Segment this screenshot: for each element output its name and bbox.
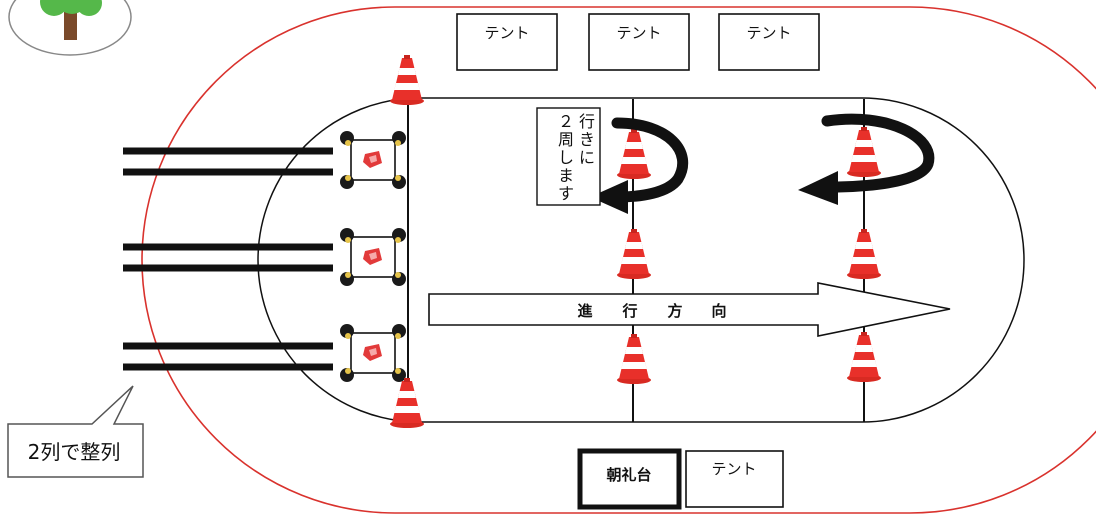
tent-2: テント	[588, 13, 690, 71]
direction-arrow-icon	[428, 282, 951, 337]
inner-track	[257, 97, 1025, 423]
svg-text:２: ２	[558, 112, 574, 131]
u-turn-arrow-icon	[798, 113, 935, 205]
callout-bubble: 2列で整列	[7, 385, 144, 478]
svg-text:ま: ま	[558, 166, 574, 185]
svg-text:方: 方	[667, 302, 682, 320]
child-group-icon	[339, 130, 407, 190]
svg-text:し: し	[558, 148, 574, 167]
tent-4: テント	[685, 450, 784, 508]
svg-text:進: 進	[577, 302, 593, 320]
callout-text: 2列で整列	[28, 440, 121, 464]
traffic-cone-icon	[390, 55, 424, 105]
direction-label: 進 行 方 向	[577, 302, 726, 320]
traffic-cone-icon	[847, 332, 881, 382]
svg-text:行: 行	[579, 112, 595, 131]
tent-label: テント	[711, 460, 756, 478]
svg-text:周: 周	[558, 130, 574, 149]
svg-text:向: 向	[711, 302, 726, 320]
child-group-icon	[339, 227, 407, 287]
svg-text:に: に	[579, 148, 595, 167]
tent-label: テント	[484, 24, 529, 42]
svg-text:す: す	[558, 184, 574, 203]
child-group-icon	[339, 323, 407, 383]
queue-lines	[123, 147, 333, 371]
svg-text:き: き	[579, 130, 595, 149]
traffic-cone-icon	[390, 378, 424, 428]
tent-3: テント	[718, 13, 820, 71]
tent-label: テント	[616, 24, 661, 42]
u-turn-arrow-icon	[590, 117, 689, 214]
tent-1: テント	[456, 13, 558, 71]
traffic-cone-icon	[847, 127, 881, 177]
traffic-cone-icon	[617, 129, 651, 179]
tent-label: テント	[746, 24, 791, 42]
instruction-box: 行 き に ２ 周 し ま す	[536, 107, 601, 206]
podium: 朝礼台	[577, 448, 682, 510]
podium-label: 朝礼台	[606, 466, 651, 484]
tree-icon	[8, 0, 132, 56]
traffic-cone-icon	[617, 334, 651, 384]
outer-track	[141, 6, 1096, 514]
svg-text:行: 行	[621, 302, 637, 320]
traffic-cone-icon	[847, 229, 881, 279]
traffic-cone-icon	[617, 229, 651, 279]
